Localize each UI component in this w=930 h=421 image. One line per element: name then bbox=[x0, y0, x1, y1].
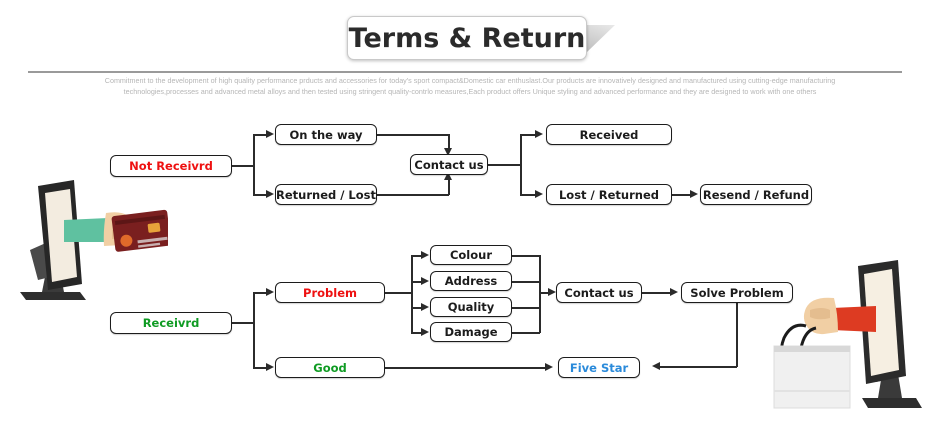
node-good[interactable]: Good bbox=[275, 357, 385, 378]
line-lostreturned-to-resend bbox=[672, 194, 694, 196]
node-issue-address[interactable]: Address bbox=[430, 271, 512, 291]
header-area: Terms & Return bbox=[0, 0, 930, 70]
arrow-solve-to-fivestar bbox=[652, 362, 660, 370]
line-colour-out bbox=[512, 255, 540, 257]
line-to-returnedlost bbox=[253, 194, 269, 196]
line-problem-right bbox=[385, 292, 412, 294]
arrow-to-ontheway bbox=[266, 130, 274, 138]
arrow-to-lostreturned bbox=[535, 190, 543, 198]
arrow-to-received bbox=[535, 130, 543, 138]
intro-line-1: Commitment to the development of high qu… bbox=[104, 76, 836, 85]
header-divider bbox=[28, 71, 902, 73]
line-returnedlost-right bbox=[377, 194, 449, 196]
page-title: Terms & Return bbox=[348, 22, 586, 54]
node-issue-quality[interactable]: Quality bbox=[430, 297, 512, 317]
line-contact-split bbox=[520, 134, 522, 195]
line-to-damage bbox=[411, 332, 424, 334]
node-resend-refund[interactable]: Resend / Refund bbox=[700, 184, 812, 205]
line-notreceived-stem bbox=[232, 165, 254, 167]
line-issues-merge bbox=[539, 255, 541, 333]
line-damage-out bbox=[512, 332, 540, 334]
line-contact-to-solve bbox=[642, 292, 674, 294]
line-address-out bbox=[512, 281, 540, 283]
node-issue-colour[interactable]: Colour bbox=[430, 245, 512, 265]
arrow-to-problem bbox=[266, 288, 274, 296]
line-quality-out bbox=[512, 307, 540, 309]
arrow-to-resend-refund bbox=[690, 190, 698, 198]
monitor-credit-card-illustration bbox=[20, 180, 168, 300]
arrow-good-to-fivestar bbox=[545, 363, 553, 371]
line-to-lostreturned bbox=[520, 194, 538, 196]
line-ontheway-down bbox=[448, 134, 450, 150]
arrow-ontheway-to-contact bbox=[444, 148, 452, 156]
node-received[interactable]: Receivrd bbox=[110, 312, 232, 334]
arrow-to-returnedlost bbox=[266, 190, 274, 198]
line-merge-to-contact bbox=[539, 292, 551, 294]
node-on-the-way[interactable]: On the way bbox=[275, 124, 377, 145]
line-ontheway-right bbox=[377, 134, 449, 136]
line-to-colour bbox=[411, 255, 424, 257]
node-problem[interactable]: Problem bbox=[275, 282, 385, 303]
monitor-shopping-bag-illustration bbox=[773, 260, 922, 409]
line-received-stem bbox=[232, 322, 254, 324]
arrow-to-good bbox=[266, 363, 274, 371]
intro-line-2: technologies,processes and advanced meta… bbox=[123, 86, 817, 96]
node-contact-us-bottom[interactable]: Contact us bbox=[556, 282, 642, 303]
arrow-to-colour bbox=[421, 251, 429, 259]
node-received-result[interactable]: Received bbox=[546, 124, 672, 145]
line-to-received bbox=[520, 134, 538, 136]
line-to-quality bbox=[411, 307, 424, 309]
line-solve-down bbox=[736, 303, 738, 367]
arrow-returnedlost-to-contact bbox=[444, 172, 452, 180]
arrow-issues-to-contact bbox=[548, 288, 556, 296]
banner-tail-shape bbox=[587, 25, 615, 52]
node-solve-problem[interactable]: Solve Problem bbox=[681, 282, 793, 303]
line-to-ontheway bbox=[253, 134, 269, 136]
line-received-split bbox=[253, 292, 255, 369]
arrow-to-solve-problem bbox=[670, 288, 678, 296]
line-good-to-fivestar bbox=[385, 367, 548, 369]
arrow-to-quality bbox=[421, 303, 429, 311]
line-issues-split bbox=[411, 255, 413, 332]
line-to-good bbox=[253, 367, 269, 369]
intro-paragraph: Commitment to the development of high qu… bbox=[60, 76, 880, 97]
line-to-address bbox=[411, 281, 424, 283]
node-contact-us-top[interactable]: Contact us bbox=[410, 154, 488, 175]
node-issue-damage[interactable]: Damage bbox=[430, 322, 512, 342]
line-contact-right bbox=[488, 164, 521, 166]
line-solve-to-fivestar bbox=[660, 366, 737, 368]
banner-box: Terms & Return bbox=[347, 16, 587, 60]
node-lost-returned-result[interactable]: Lost / Returned bbox=[546, 184, 672, 205]
node-not-received[interactable]: Not Receivrd bbox=[110, 155, 232, 177]
line-returnedlost-up bbox=[448, 178, 450, 195]
arrow-to-damage bbox=[421, 328, 429, 336]
page-title-banner: Terms & Return bbox=[347, 16, 615, 60]
node-returned-lost[interactable]: Returned / Lost bbox=[275, 184, 377, 205]
line-to-problem bbox=[253, 292, 269, 294]
node-five-star[interactable]: Five Star bbox=[558, 357, 640, 378]
arrow-to-address bbox=[421, 277, 429, 285]
line-notreceived-split bbox=[253, 134, 255, 196]
